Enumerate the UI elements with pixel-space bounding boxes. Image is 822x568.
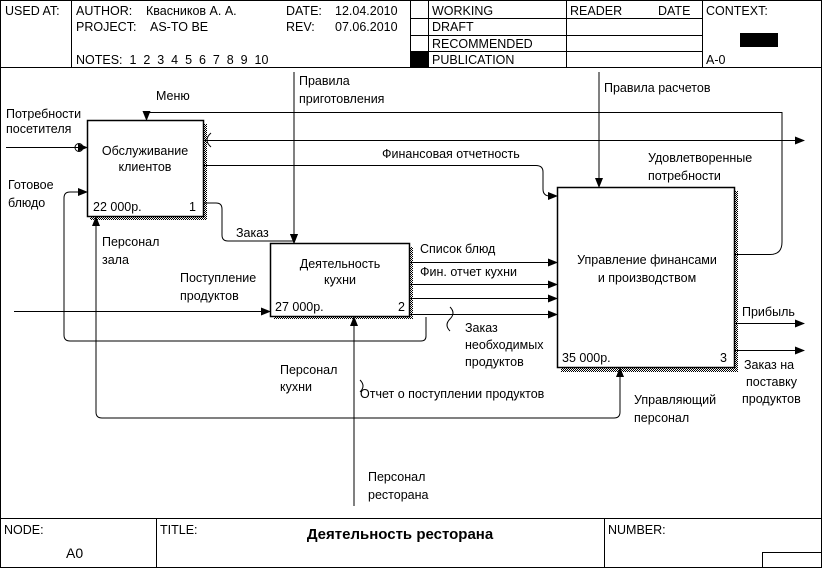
label-pravila-prig-2: приготовления: [299, 92, 384, 106]
label-zakaz-neobh-1: Заказ: [465, 321, 498, 335]
footer-block: NODE: A0 TITLE: Деятельность ресторана N…: [0, 518, 822, 568]
tunnel-potrebnosti-icon: [74, 143, 84, 152]
label-personal-kuhni-1: Персонал: [280, 363, 337, 377]
label-zakaz-post-1: Заказ на: [744, 358, 794, 372]
project-value: AS-TO BE: [150, 20, 208, 34]
activity-box-2[interactable]: Деятельность кухни 27 000р. 2: [269, 242, 411, 318]
box1-title-line2: клиентов: [119, 160, 172, 174]
label-potrebnosti-1: Потребности: [6, 107, 81, 121]
diagram-title: Деятельность ресторана: [307, 526, 494, 543]
label-fin-otch: Финансовая отчетность: [382, 147, 520, 161]
activity-box-3[interactable]: Управление финансами и производством 35 …: [556, 186, 736, 369]
label-zakaz-post-2: поставку: [746, 375, 798, 389]
arrow-udovl: [735, 237, 783, 255]
label-spisok: Список блюд: [420, 242, 496, 256]
arrow-gotovoe: [63, 188, 427, 342]
label-upr-personal-2: персонал: [634, 411, 689, 425]
label-udovl-1: Удовлетворенные: [648, 151, 752, 165]
rev-label: REV:: [286, 20, 315, 34]
label-personal-kuhni-2: кухни: [280, 380, 312, 394]
activity-box-1[interactable]: Обслуживание клиентов 22 000р. 1: [86, 119, 205, 218]
label-fin-kuhni: Фин. отчет кухни: [420, 265, 517, 279]
arrow-fin-otch: [204, 165, 558, 200]
label-zakaz: Заказ: [236, 226, 269, 240]
date-label: DATE:: [286, 4, 322, 18]
date-col-label: DATE: [658, 4, 690, 18]
squiggle-zakaz-neobh: [446, 306, 454, 332]
label-upr-personal-1: Управляющий: [634, 393, 716, 407]
arrow-personal-zala: [92, 216, 621, 419]
used-at-label: USED AT:: [5, 4, 60, 18]
box2-number: 2: [398, 300, 405, 314]
label-postuplenie-1: Поступление: [180, 271, 256, 285]
label-postuplenie-2: продуктов: [180, 289, 239, 303]
box1-title-line1: Обслуживание: [102, 144, 188, 158]
label-zakaz-neobh-2: необходимых: [465, 338, 544, 352]
arrow-zakaz: [204, 202, 295, 243]
project-label: PROJECT:: [76, 20, 136, 34]
box2-title-line2: кухни: [324, 273, 356, 287]
tunnel-udovl-icon: [206, 132, 212, 148]
label-personal-zala-1: Персонал: [102, 235, 159, 249]
node-value: A0: [66, 545, 83, 561]
date-value: 12.04.2010: [335, 4, 398, 18]
box2-cost: 27 000р.: [275, 300, 324, 314]
context-marker: [740, 33, 778, 47]
author-label: AUTHOR:: [76, 4, 132, 18]
status-draft: DRAFT: [432, 20, 474, 34]
box3-title-line1: Управление финансами: [577, 253, 717, 267]
box3-cost: 35 000р.: [562, 351, 611, 365]
number-label: NUMBER:: [608, 523, 666, 537]
notes-label: NOTES: 1 2 3 4 5 6 7 8 9 10: [76, 53, 269, 67]
label-pravila-rasch: Правила расчетов: [604, 81, 711, 95]
squiggle-otchet: [359, 379, 364, 393]
publication-marker: [411, 52, 428, 67]
label-gotovoe-2: блюдо: [8, 196, 45, 210]
label-personal-zala-2: зала: [102, 253, 129, 267]
node-label: NODE:: [4, 523, 44, 537]
label-zakaz-neobh-3: продуктов: [465, 355, 524, 369]
label-udovl-2: потребности: [648, 169, 721, 183]
box1-cost: 22 000р.: [93, 200, 142, 214]
author-value: Квасников А. А.: [146, 4, 237, 18]
status-publication: PUBLICATION: [432, 53, 514, 67]
status-recommended: RECOMMENDED: [432, 37, 533, 51]
reader-label: READER: [570, 4, 622, 18]
label-personal-rest-1: Персонал: [368, 470, 425, 484]
label-menu: Меню: [156, 89, 190, 103]
box3-title-line2: и производством: [598, 271, 696, 285]
label-zakaz-post-3: продуктов: [742, 392, 801, 406]
title-label: TITLE:: [160, 523, 198, 537]
rev-value: 07.06.2010: [335, 20, 398, 34]
status-working: WORKING: [432, 4, 493, 18]
label-gotovoe-1: Готовое: [8, 178, 54, 192]
label-personal-rest-2: ресторана: [368, 488, 428, 502]
label-pribyl: Прибыль: [742, 305, 795, 319]
context-label: CONTEXT:: [706, 4, 768, 18]
arrow-labels: Потребности посетителя Меню Правила приг…: [6, 74, 801, 502]
label-pravila-prig-1: Правила: [299, 74, 350, 88]
box1-number: 1: [189, 200, 196, 214]
box3-number: 3: [720, 351, 727, 365]
label-potrebnosti-2: посетителя: [6, 122, 71, 136]
arrow-menu: [142, 111, 783, 237]
box2-title-line1: Деятельность: [300, 257, 380, 271]
label-otchet-post: Отчет о поступлении продуктов: [360, 387, 545, 401]
header-block: USED AT: AUTHOR: Квасников А. А. PROJECT…: [0, 0, 822, 68]
context-id: A-0: [706, 53, 726, 67]
